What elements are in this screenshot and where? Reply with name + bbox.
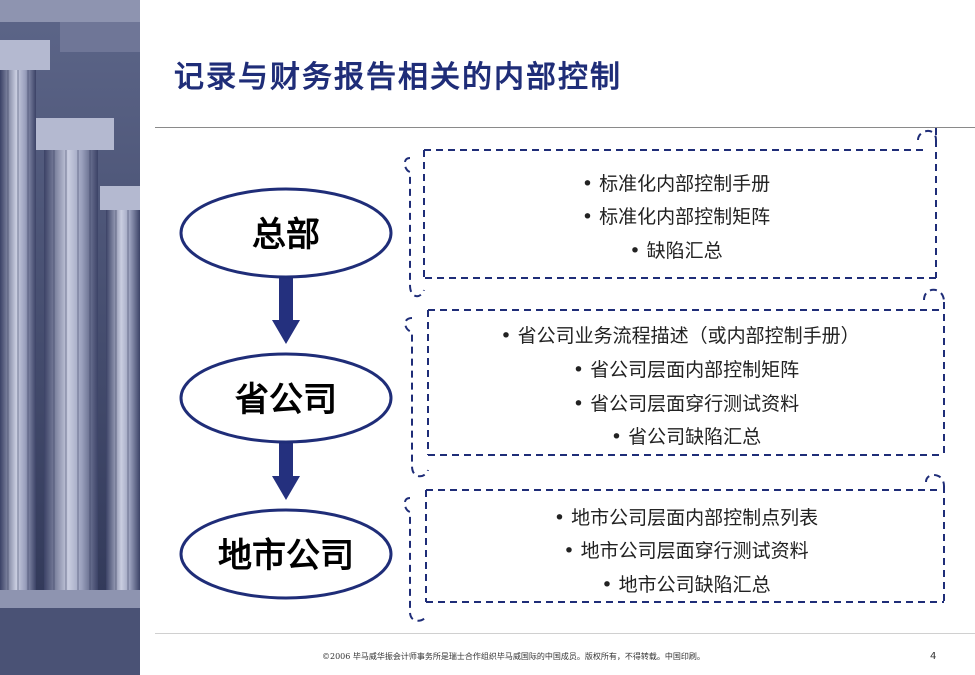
list-item: • 标准化内部控制手册 xyxy=(582,173,770,195)
list-item: • 标准化内部控制矩阵 xyxy=(582,206,770,228)
node-label-city: 地市公司 xyxy=(218,536,354,576)
box-city xyxy=(403,474,945,622)
list-item: • 省公司层面内部控制矩阵 xyxy=(573,359,799,381)
arrow-province-to-city xyxy=(272,442,300,500)
list-item: • 地市公司层面内部控制点列表 xyxy=(554,507,818,529)
page-number: 4 xyxy=(930,651,937,662)
box-headquarters xyxy=(403,128,937,298)
list-item: • 缺陷汇总 xyxy=(629,240,722,262)
list-item: • 省公司业务流程描述（或内部控制手册） xyxy=(500,325,859,347)
list-item: • 地市公司缺陷汇总 xyxy=(601,574,770,596)
list-item: • 省公司缺陷汇总 xyxy=(611,426,761,448)
column-photo xyxy=(0,0,140,675)
page-title: 记录与财务报告相关的内部控制 xyxy=(174,60,622,95)
footer-divider xyxy=(155,633,975,634)
box-province xyxy=(404,288,945,478)
node-label-province: 省公司 xyxy=(235,380,337,420)
node-city: 地市公司 xyxy=(179,508,393,600)
arrow-hq-to-province xyxy=(272,277,300,344)
copyright-footer: ©2006 毕马威华振会计师事务所是瑞士合作组织毕马威国际的中国成员。版权所有，… xyxy=(322,652,705,661)
list-item: • 省公司层面穿行测试资料 xyxy=(573,393,799,415)
node-label-headquarters: 总部 xyxy=(252,215,320,255)
list-item: • 地市公司层面穿行测试资料 xyxy=(563,540,808,562)
node-headquarters: 总部 xyxy=(179,187,393,279)
title-divider xyxy=(155,127,975,128)
node-province: 省公司 xyxy=(179,352,393,444)
